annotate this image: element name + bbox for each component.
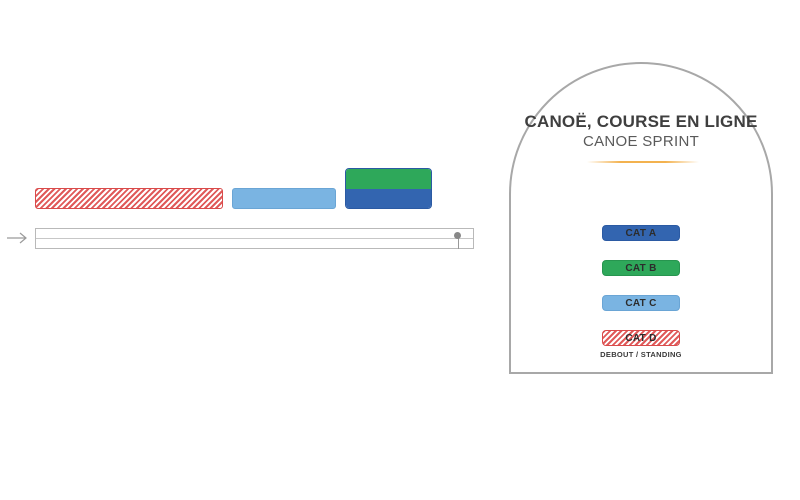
lane-line bbox=[36, 238, 473, 239]
seating-section-cat-a-b[interactable] bbox=[345, 168, 432, 209]
legend-divider bbox=[587, 161, 699, 163]
seating-section-cat-c[interactable] bbox=[232, 188, 336, 209]
seating-section-cat-d[interactable] bbox=[35, 188, 223, 209]
legend-cat-b[interactable]: CAT B bbox=[602, 260, 680, 276]
legend-title-en: CANOE SPRINT bbox=[582, 133, 700, 150]
legend-standing-note: DEBOUT / STANDING bbox=[600, 350, 682, 359]
legend-cat-a[interactable]: CAT A bbox=[602, 225, 680, 241]
race-course bbox=[35, 228, 474, 249]
seating-section-cat-b[interactable] bbox=[346, 169, 431, 189]
seating-section-cat-a[interactable] bbox=[346, 188, 431, 208]
finish-line bbox=[458, 234, 459, 249]
legend-cat-c[interactable]: CAT C bbox=[602, 295, 680, 311]
legend-panel: CANOË, COURSE EN LIGNE CANOE SPRINT CAT … bbox=[509, 62, 773, 374]
finish-line-marker bbox=[454, 232, 461, 239]
legend-cat-d[interactable]: CAT D bbox=[602, 330, 680, 346]
arrow-right-icon bbox=[7, 232, 27, 244]
legend-title-fr: CANOË, COURSE EN LIGNE bbox=[524, 112, 758, 131]
